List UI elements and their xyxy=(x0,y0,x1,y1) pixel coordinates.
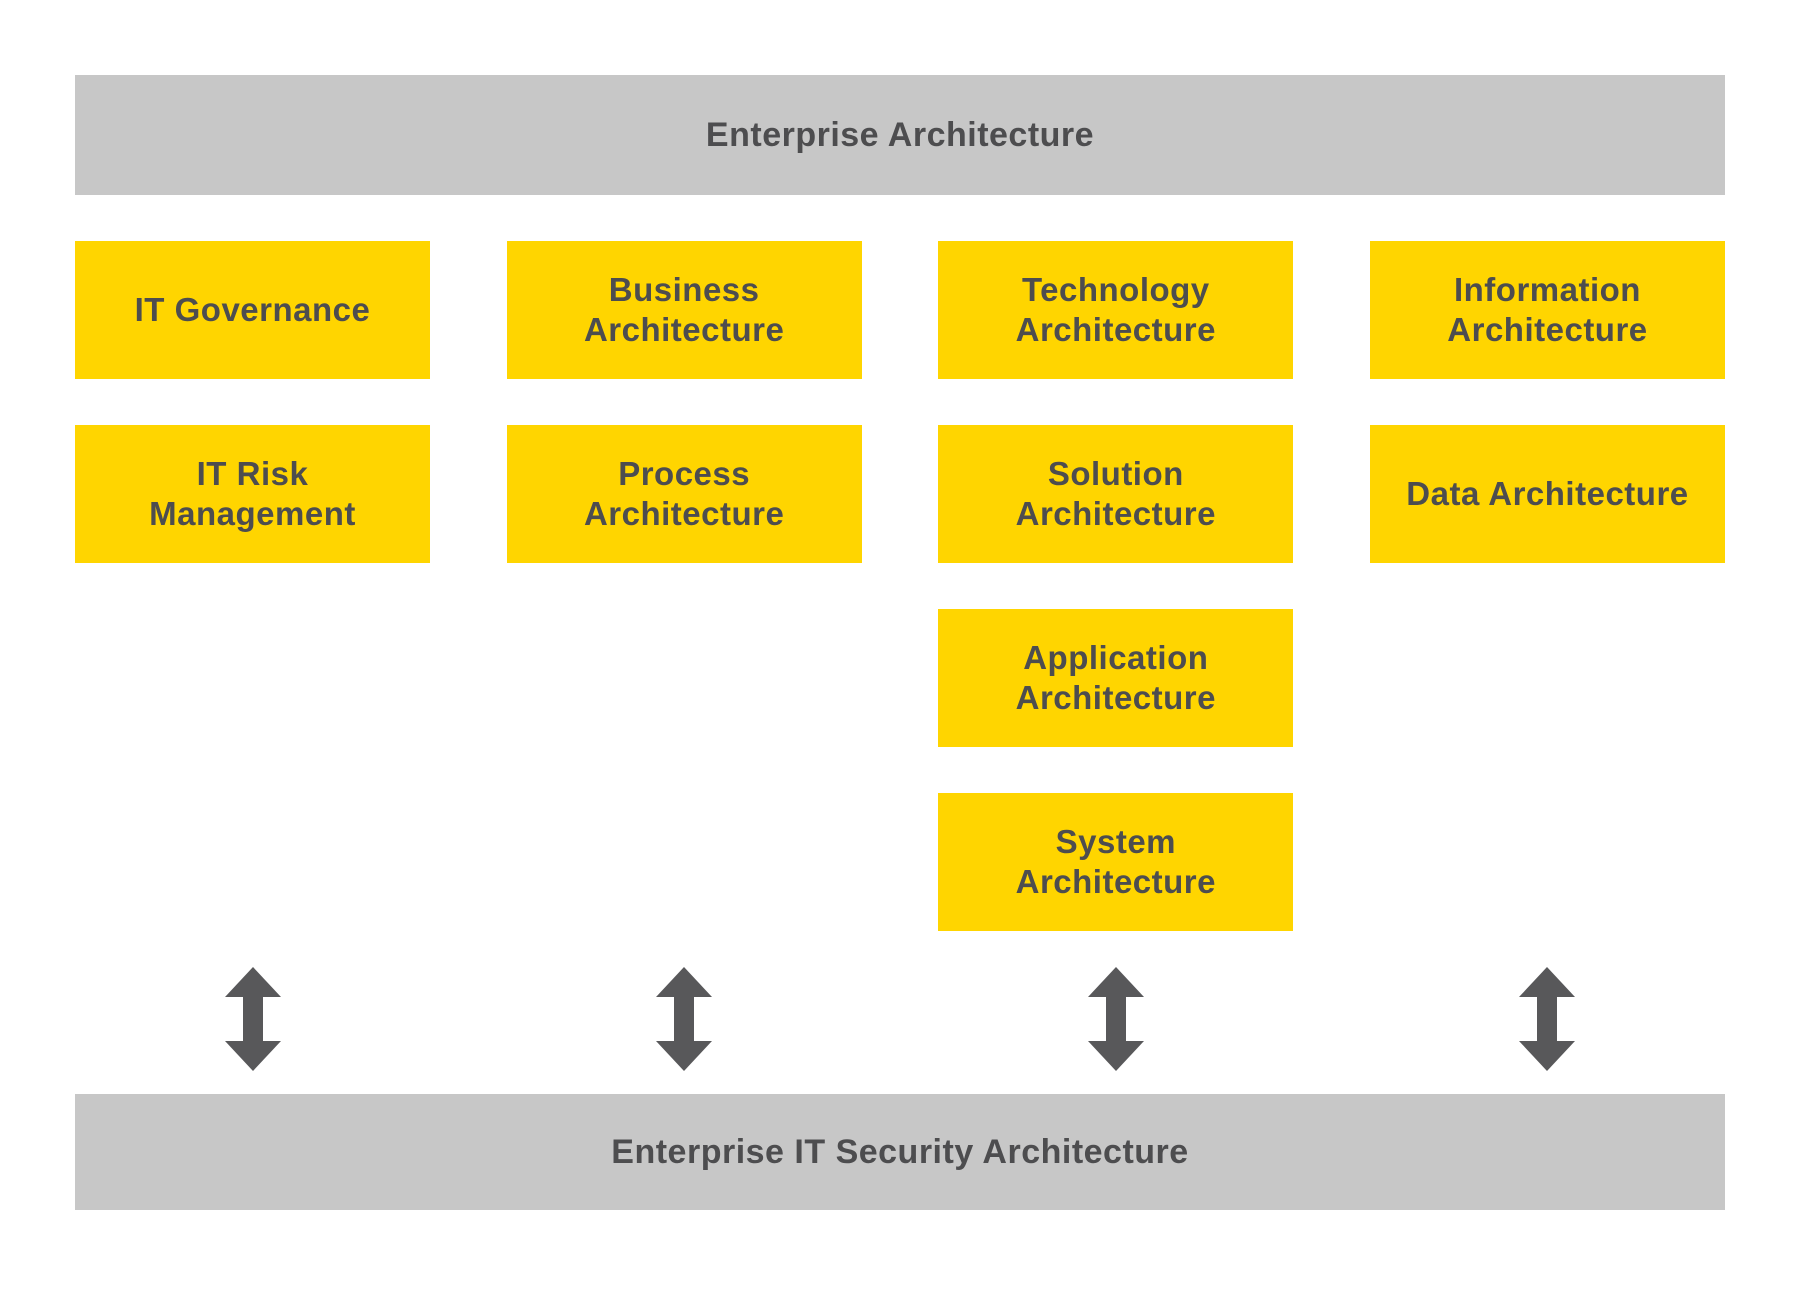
up-down-arrow-icon xyxy=(653,967,715,1071)
box-solution-architecture-label: Solution Architecture xyxy=(1015,454,1216,532)
box-application-architecture-label: Application Architecture xyxy=(1015,638,1216,716)
box-system-architecture: System Architecture xyxy=(938,793,1294,931)
column-information: Information Architecture Data Architectu… xyxy=(1369,241,1725,931)
arrow-cell-business xyxy=(507,966,862,1072)
up-down-arrow-icon xyxy=(1516,967,1578,1071)
connector-arrows-row xyxy=(75,966,1725,1072)
box-it-risk-management-label: IT Risk Management xyxy=(149,454,356,532)
box-it-governance-label: IT Governance xyxy=(134,290,371,328)
box-business-architecture-label: Business Architecture xyxy=(583,270,785,348)
box-business-architecture: Business Architecture xyxy=(506,241,862,379)
box-information-architecture-label: Information Architecture xyxy=(1447,270,1648,348)
enterprise-architecture-bar-label: Enterprise Architecture xyxy=(705,115,1095,154)
up-down-arrow-icon xyxy=(222,967,284,1071)
box-application-architecture: Application Architecture xyxy=(938,609,1294,747)
enterprise-it-security-architecture-bar-label: Enterprise IT Security Architecture xyxy=(611,1132,1189,1171)
architecture-columns: IT Governance IT Risk Management Busines… xyxy=(75,241,1725,931)
box-system-architecture-label: System Architecture xyxy=(1015,822,1216,900)
box-it-governance: IT Governance xyxy=(75,241,430,379)
box-process-architecture-label: Process Architecture xyxy=(583,454,785,532)
column-technology: Technology Architecture Solution Archite… xyxy=(938,241,1294,931)
box-technology-architecture-label: Technology Architecture xyxy=(1015,270,1216,348)
box-technology-architecture: Technology Architecture xyxy=(938,241,1294,379)
box-data-architecture: Data Architecture xyxy=(1369,425,1725,563)
arrow-cell-governance xyxy=(75,966,430,1072)
arrow-cell-information xyxy=(1370,966,1725,1072)
box-information-architecture: Information Architecture xyxy=(1369,241,1725,379)
box-it-risk-management: IT Risk Management xyxy=(75,425,430,563)
box-data-architecture-label: Data Architecture xyxy=(1406,474,1689,512)
box-process-architecture: Process Architecture xyxy=(506,425,862,563)
up-down-arrow-icon xyxy=(1085,967,1147,1071)
column-business: Business Architecture Process Architectu… xyxy=(506,241,862,931)
column-it-governance: IT Governance IT Risk Management xyxy=(75,241,430,931)
enterprise-architecture-bar: Enterprise Architecture xyxy=(75,75,1725,195)
box-solution-architecture: Solution Architecture xyxy=(938,425,1294,563)
enterprise-it-security-architecture-bar: Enterprise IT Security Architecture xyxy=(75,1094,1725,1210)
arrow-cell-technology xyxy=(938,966,1293,1072)
